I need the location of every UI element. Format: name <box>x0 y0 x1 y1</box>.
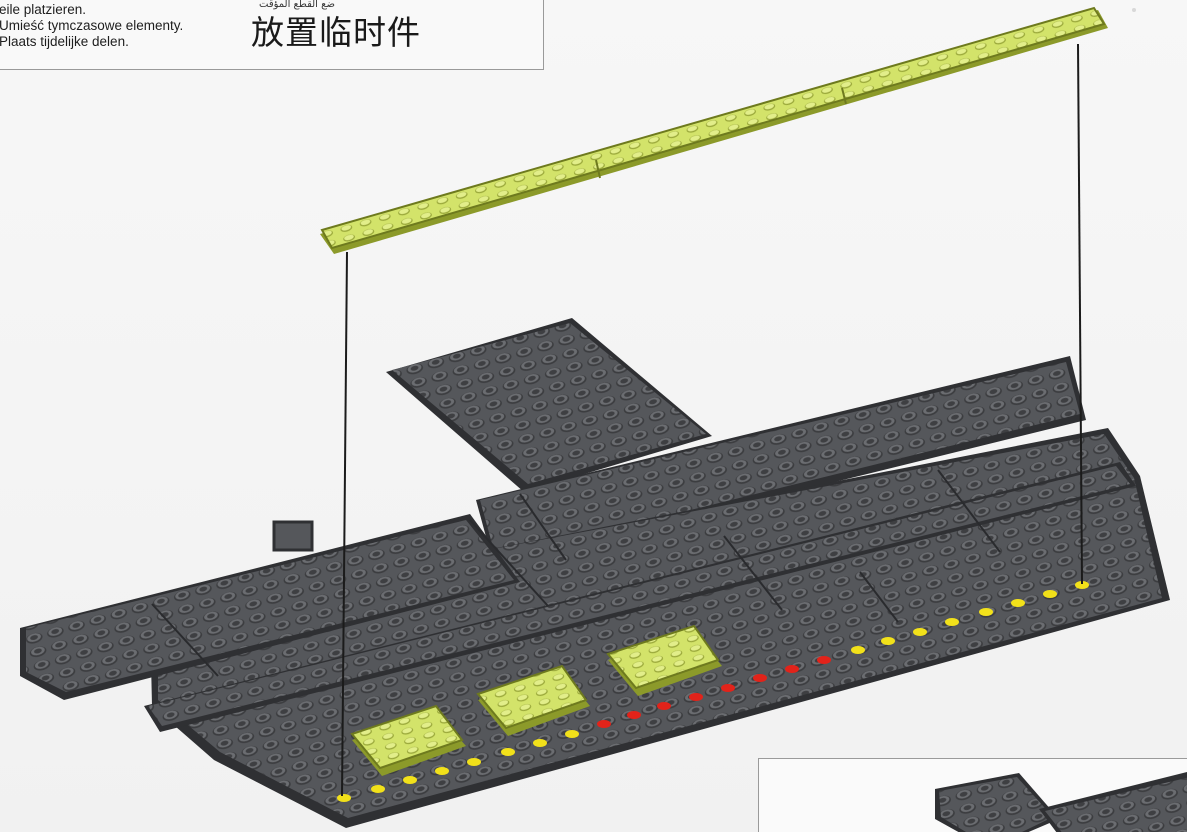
page-marker-dot <box>1132 8 1136 12</box>
lime-tile-3 <box>606 624 722 696</box>
long-plate-upper <box>476 356 1086 566</box>
inset-preview <box>758 758 1187 832</box>
guide-lines <box>341 43 1083 797</box>
rear-upper-plate <box>386 318 712 492</box>
guide-line-right <box>1077 43 1083 585</box>
instruction-line-ar: ضع القطع المؤقت <box>259 0 335 10</box>
lime-tile-1 <box>350 704 466 776</box>
guide-line-left <box>341 251 348 797</box>
inset-figure <box>935 772 1187 832</box>
instruction-line-de: eile platzieren. <box>0 2 87 17</box>
instruction-title-zh: 放置临时件 <box>251 13 421 52</box>
instruction-box: eile platzieren. Umieść tymczasowe eleme… <box>0 0 544 70</box>
left-plate <box>20 514 520 700</box>
lime-tile-2 <box>476 664 590 736</box>
small-connector-plate <box>272 520 314 552</box>
front-strip-plate <box>144 462 1136 732</box>
position-markers <box>337 581 1089 802</box>
lime-beam <box>320 6 1108 254</box>
plate-seams <box>151 469 1001 677</box>
instruction-line-pl: Umieść tymczasowe elementy. <box>0 18 184 33</box>
instruction-line-nl: Plaats tijdelijke delen. <box>0 34 129 49</box>
